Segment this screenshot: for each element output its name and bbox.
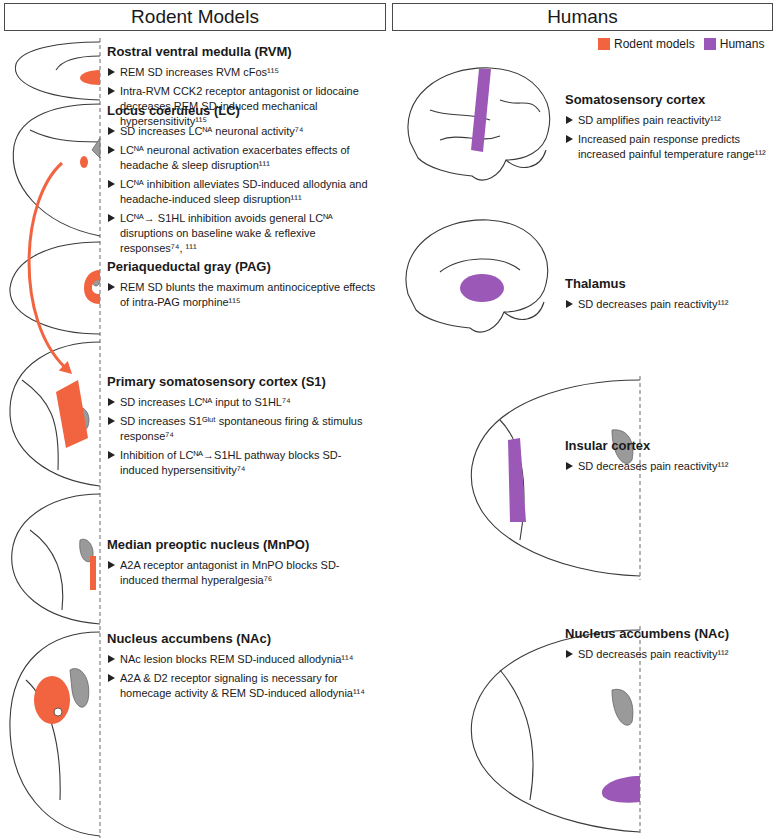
lc-region: [80, 156, 88, 168]
region-panel: Nucleus accumbens (NAc) SD decreases pain…: [555, 626, 773, 666]
nac-slice: [10, 632, 100, 836]
legend-text: Humans: [720, 37, 765, 51]
finding-bullet: SD increases S1ᴳˡᵘᵗ spontaneous firing &…: [107, 414, 378, 444]
region-panel: Median preoptic nucleus (MnPO) A2A recept…: [62, 537, 378, 592]
legend-item: Rodent models: [598, 37, 695, 51]
region-heading: Locus coeruleus (LC): [107, 103, 378, 119]
ventricle: [92, 138, 100, 158]
lateral-brain: [408, 68, 550, 180]
cerebellum: [504, 302, 544, 319]
region-heading: Nucleus accumbens (NAc): [565, 626, 773, 642]
midline-dashed: [639, 376, 640, 580]
region-panel: Periaqueductal gray (PAG) REM SD blunts t…: [62, 259, 378, 314]
region-heading: Insular cortex: [565, 438, 773, 454]
legend-swatch: [704, 38, 716, 50]
coronal-slice: [471, 380, 640, 576]
insula-region: [508, 438, 526, 522]
rvm-slice: [15, 42, 100, 100]
finding-bullet: NAc lesion blocks REM SD-induced allodyn…: [107, 652, 378, 667]
region-panel: Rostral ventral medulla (RVM) REM SD incr…: [62, 44, 378, 133]
s1-slice: [10, 342, 100, 486]
mnpo-region: [90, 556, 96, 590]
s1-region: [56, 380, 88, 448]
rvm-slice-detail: [56, 56, 100, 70]
finding-bullet: SD decreases pain reactivity¹¹²: [565, 647, 773, 662]
legend: Rodent models Humans: [598, 37, 773, 51]
region-panel: Insular cortex SD decreases pain reactivi…: [555, 438, 773, 478]
finding-bullet: A2A receptor antagonist in MnPO blocks S…: [107, 558, 378, 588]
region-panel: Primary somatosensory cortex (S1) SD incr…: [62, 374, 378, 482]
thalamus-region: [460, 274, 504, 302]
finding-bullet: Inhibition of LCᴺᴬ→S1HL pathway blocks S…: [107, 448, 378, 478]
header-text: Humans: [547, 6, 618, 28]
region-panel: Nucleus accumbens (NAc) NAc lesion blocks…: [62, 631, 378, 705]
legend-item: Humans: [704, 37, 765, 51]
coronal-detail: [500, 670, 533, 800]
lc-slice: [13, 104, 100, 236]
finding-bullet: SD decreases pain reactivity¹¹²: [565, 459, 773, 474]
finding-bullet: SD amplifies pain reactivity¹¹²: [565, 113, 773, 128]
legend-swatch: [598, 38, 610, 50]
mnpo-slice-detail: [30, 530, 63, 610]
column-header: Humans: [392, 3, 773, 31]
pag-slice: [10, 242, 100, 334]
lc-slice-detail: [30, 130, 100, 142]
finding-bullet: REM SD blunts the maximum antinociceptiv…: [107, 280, 378, 310]
finding-bullet: LCᴺᴬ inhibition alleviates SD-induced al…: [107, 177, 378, 207]
region-panel: Somatosensory cortex SD amplifies pain re…: [555, 92, 773, 166]
sagittal-brain: [406, 220, 548, 332]
anterior-commissure: [54, 708, 62, 716]
finding-bullet: SD increases LCᴺᴬ input to S1HL⁷⁴: [107, 395, 378, 410]
finding-bullet: LCᴺᴬ→ S1HL inhibition avoids general LCᴺ…: [107, 211, 378, 256]
rvm-region: [80, 70, 100, 85]
region-panel: Thalamus SD decreases pain reactivity¹¹²: [555, 276, 773, 316]
legend-text: Rodent models: [614, 37, 695, 51]
finding-bullet: Increased pain response predicts increas…: [565, 132, 773, 162]
header-text: Rodent Models: [131, 6, 259, 28]
column-header: Rodent Models: [4, 3, 386, 31]
region-heading: Rostral ventral medulla (RVM): [107, 44, 378, 60]
arrow-head: [59, 361, 72, 374]
region-heading: Somatosensory cortex: [565, 92, 773, 108]
finding-bullet: REM SD increases RVM cFos¹¹⁵: [107, 65, 378, 80]
s1-slice-detail: [22, 380, 58, 470]
arrow-line: [29, 163, 65, 368]
region-heading: Periaqueductal gray (PAG): [107, 259, 378, 275]
projection-arrow: [29, 163, 72, 374]
cerebellum: [506, 150, 546, 167]
region-heading: Nucleus accumbens (NAc): [107, 631, 378, 647]
region-heading: Median preoptic nucleus (MnPO): [107, 537, 378, 553]
coronal-slice: [471, 630, 640, 832]
finding-bullet: LCᴺᴬ neuronal activation exacerbates eff…: [107, 143, 378, 173]
ventricle: [612, 689, 633, 725]
nac-region: [602, 776, 640, 803]
ventricle: [70, 669, 89, 708]
finding-bullet: A2A & D2 receptor signaling is necessary…: [107, 671, 378, 701]
region-heading: Primary somatosensory cortex (S1): [107, 374, 378, 390]
finding-bullet: SD increases LCᴺᴬ neuronal activity⁷⁴: [107, 124, 378, 139]
nac-region: [34, 676, 70, 724]
region-panel: Locus coeruleus (LC) SD increases LCᴺᴬ ne…: [62, 103, 378, 260]
finding-bullet: SD decreases pain reactivity¹¹²: [565, 297, 773, 312]
pag-region: [84, 270, 100, 304]
region-heading: Thalamus: [565, 276, 773, 292]
corpus-callosum: [440, 259, 520, 272]
mnpo-slice: [12, 494, 100, 624]
somatosensory-region: [471, 69, 491, 152]
